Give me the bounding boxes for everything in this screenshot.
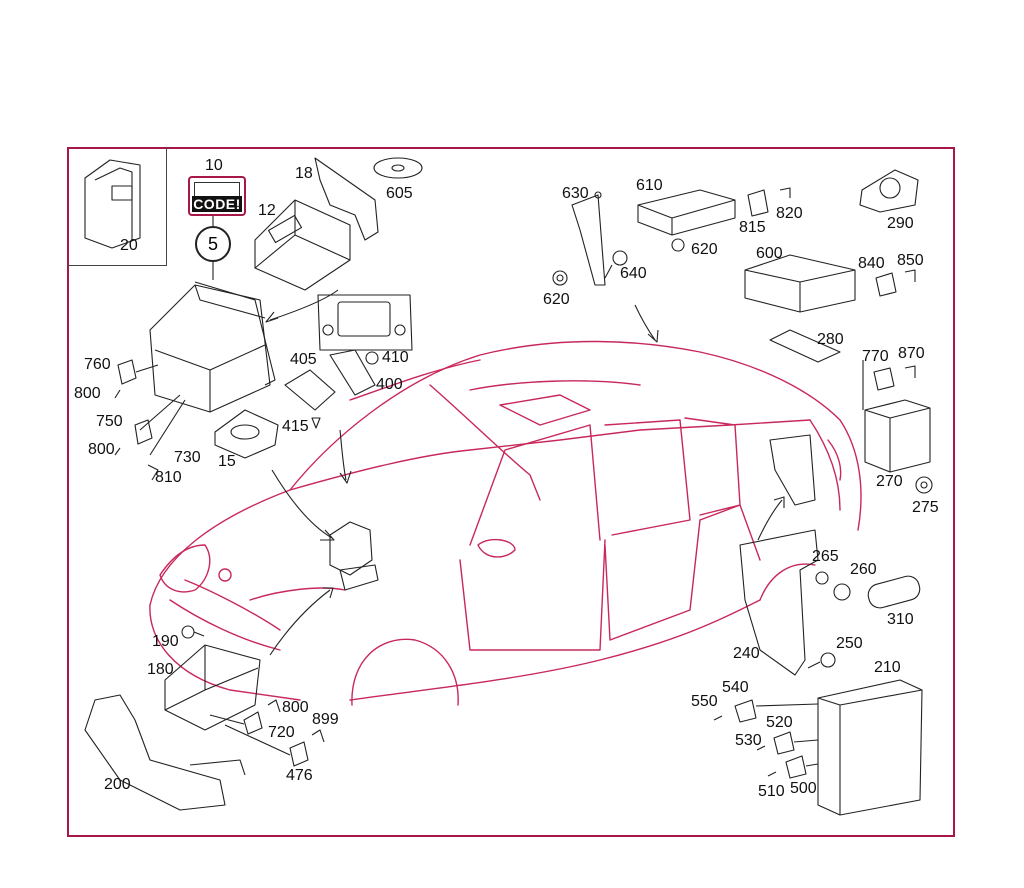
part-label: 290 bbox=[887, 215, 914, 232]
part-label: 620 bbox=[691, 241, 718, 258]
part-label: 190 bbox=[152, 633, 179, 650]
part-label: 270 bbox=[876, 473, 903, 490]
part-label: 510 bbox=[758, 783, 785, 800]
part-label: 640 bbox=[620, 265, 647, 282]
part-label: 520 bbox=[766, 714, 793, 731]
part-label: 415 bbox=[282, 418, 309, 435]
part-label: 840 bbox=[858, 255, 885, 272]
part-label: 310 bbox=[887, 611, 914, 628]
part-label: 800 bbox=[282, 699, 309, 716]
part-label: 800 bbox=[88, 441, 115, 458]
code-card: CODE! bbox=[188, 176, 246, 216]
part-label: 12 bbox=[258, 202, 276, 219]
part-label: 810 bbox=[155, 469, 182, 486]
part-label: 760 bbox=[84, 356, 111, 373]
part-label: 18 bbox=[295, 165, 313, 182]
part-label: 476 bbox=[286, 767, 313, 784]
part-label: 730 bbox=[174, 449, 201, 466]
callout-circle: 5 bbox=[195, 226, 231, 262]
part-label: 20 bbox=[120, 237, 138, 254]
part-label: 800 bbox=[74, 385, 101, 402]
part-label: 210 bbox=[874, 659, 901, 676]
part-label: 750 bbox=[96, 413, 123, 430]
part-label: 240 bbox=[733, 645, 760, 662]
code-badge-text: CODE! bbox=[192, 196, 242, 212]
part-label: 870 bbox=[898, 345, 925, 362]
part-label: 770 bbox=[862, 348, 889, 365]
part-label: 410 bbox=[382, 349, 409, 366]
part-label: 899 bbox=[312, 711, 339, 728]
part-label: 630 bbox=[562, 185, 589, 202]
part-label: 500 bbox=[790, 780, 817, 797]
part-label: 540 bbox=[722, 679, 749, 696]
diagram-frame bbox=[67, 147, 955, 837]
part-label: 260 bbox=[850, 561, 877, 578]
part-label: 820 bbox=[776, 205, 803, 222]
part-label: 400 bbox=[376, 376, 403, 393]
part-label: 550 bbox=[691, 693, 718, 710]
part-label: 200 bbox=[104, 776, 131, 793]
part-label: 15 bbox=[218, 453, 236, 470]
part-label: 720 bbox=[268, 724, 295, 741]
part-label: 405 bbox=[290, 351, 317, 368]
part-label: 610 bbox=[636, 177, 663, 194]
part-label: 265 bbox=[812, 548, 839, 565]
part-label: 10 bbox=[205, 157, 223, 174]
part-label: 815 bbox=[739, 219, 766, 236]
manual-inset-box bbox=[67, 147, 167, 266]
part-label: 850 bbox=[897, 252, 924, 269]
part-label: 180 bbox=[147, 661, 174, 678]
part-label: 530 bbox=[735, 732, 762, 749]
part-label: 600 bbox=[756, 245, 783, 262]
part-label: 620 bbox=[543, 291, 570, 308]
part-label: 605 bbox=[386, 185, 413, 202]
part-label: 275 bbox=[912, 499, 939, 516]
part-label: 280 bbox=[817, 331, 844, 348]
part-label: 250 bbox=[836, 635, 863, 652]
